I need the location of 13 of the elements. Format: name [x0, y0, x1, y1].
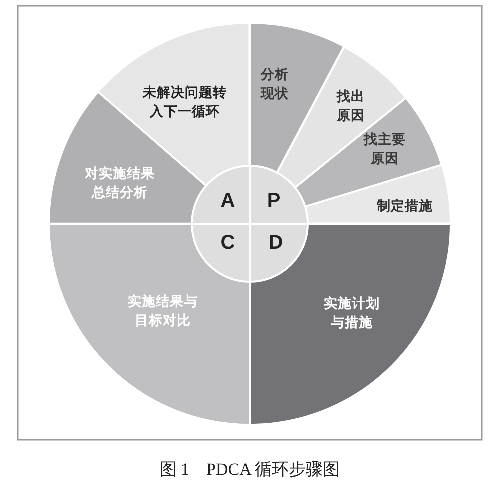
segment-label: 未解决问题转入下一循环: [142, 84, 228, 122]
segment-label: 分析现状: [260, 66, 290, 104]
segment-label: 对实施结果总结分析: [84, 165, 156, 203]
segment-label: 找出原因: [336, 88, 366, 126]
segment-label: 找主要原因: [363, 131, 407, 169]
phase-letter: C: [220, 231, 236, 256]
phase-letter: D: [268, 231, 284, 256]
segment-label: 实施结果与目标对比: [127, 293, 199, 331]
segment-label: 制定措施: [376, 198, 434, 216]
phase-letter: P: [266, 189, 282, 214]
segment-label: 实施计划与措施: [323, 295, 381, 333]
phase-letter: A: [220, 189, 236, 214]
figure-caption: 图 1 PDCA 循环步骤图: [158, 459, 342, 481]
